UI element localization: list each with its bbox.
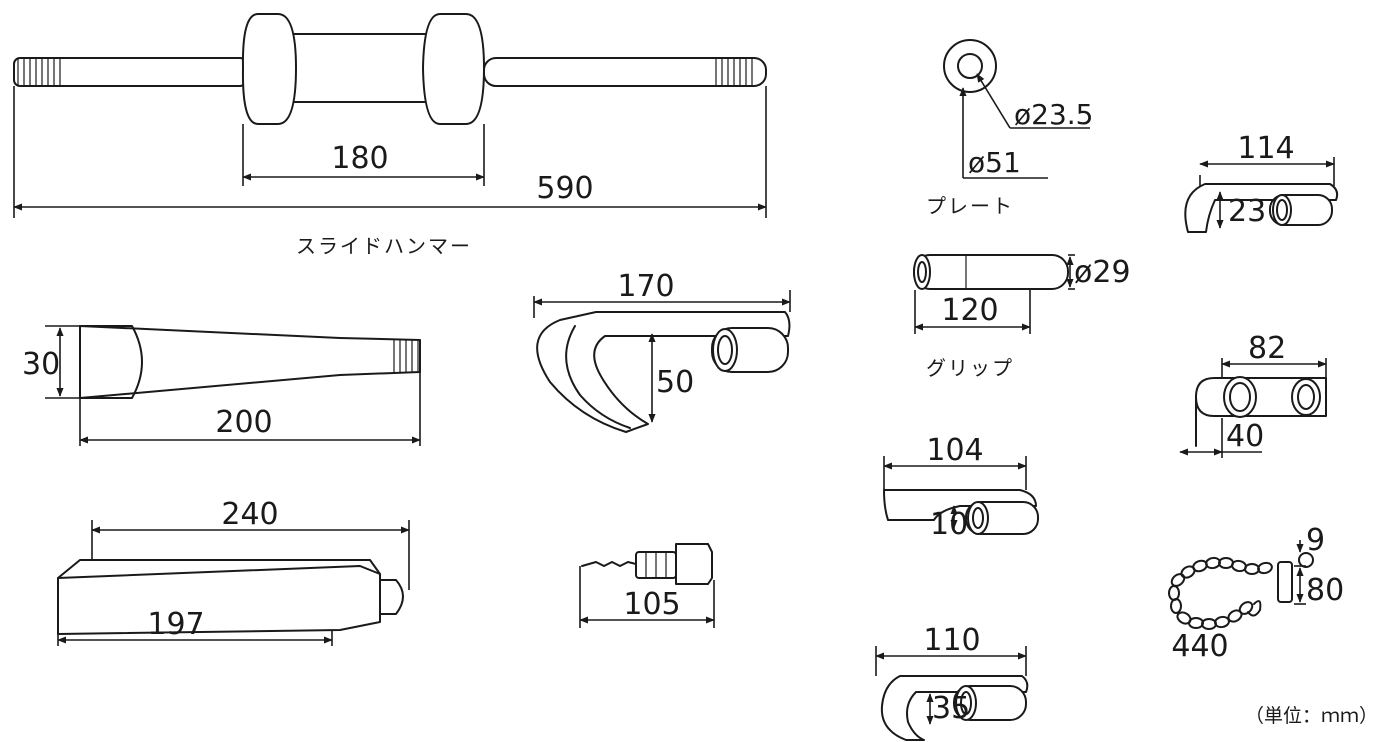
slide-hammer: 180 590 スライドハンマー — [13, 13, 767, 258]
dim-440: 440 — [1171, 629, 1228, 664]
chain: 9 80 440 — [1168, 523, 1344, 664]
dim-197: 197 — [147, 607, 204, 642]
dim-d23-5: ø23.5 — [1014, 98, 1093, 131]
dim-35: 35 — [932, 691, 970, 726]
hook-110: 110 35 — [875, 623, 1029, 741]
dim-105: 105 — [623, 587, 680, 622]
slide-hammer-rod — [13, 57, 767, 87]
dim-104: 104 — [926, 433, 983, 468]
unit-note: （単位：ｍｍ） — [1245, 705, 1378, 727]
grip: ø29 120 グリップ — [913, 254, 1131, 380]
chain-links — [1168, 556, 1273, 630]
hook-114: 114 23 — [1184, 131, 1339, 233]
double-hook: 82 40 — [1179, 331, 1327, 458]
flat-hook: 104 10 — [883, 433, 1039, 542]
slide-hammer-label: スライドハンマー — [296, 234, 472, 258]
dim-9: 9 — [1306, 523, 1325, 558]
dim-110: 110 — [923, 623, 980, 658]
left-thread — [17, 59, 61, 85]
dim-180: 180 — [331, 141, 388, 176]
dim-40: 40 — [1226, 419, 1264, 454]
dim-10: 10 — [930, 507, 968, 542]
hook-170: 170 50 — [533, 269, 791, 433]
dim-30: 30 — [22, 347, 60, 382]
chisel: 30 200 — [22, 325, 421, 446]
right-thread — [715, 59, 753, 85]
chisel-thread — [393, 340, 419, 373]
dim-240: 240 — [221, 497, 278, 532]
dim-590: 590 — [536, 171, 593, 206]
plate-label: プレート — [926, 194, 1014, 218]
dim-120: 120 — [941, 293, 998, 328]
dim-50: 50 — [656, 365, 694, 400]
screw-adapter: 105 — [579, 543, 715, 628]
dim-80: 80 — [1306, 573, 1344, 608]
slide-hammer-weight — [241, 13, 485, 125]
dim-114: 114 — [1237, 131, 1294, 166]
dim-d29: ø29 — [1074, 255, 1131, 290]
plate: ø23.5 ø51 プレート — [926, 39, 1093, 218]
grip-label: グリップ — [926, 356, 1014, 380]
dim-200: 200 — [215, 405, 272, 440]
pry-bar: 240 197 — [57, 497, 410, 646]
dim-d51: ø51 — [968, 146, 1021, 179]
dim-170: 170 — [617, 269, 674, 304]
dim-23: 23 — [1228, 194, 1266, 229]
dim-82: 82 — [1248, 331, 1286, 366]
